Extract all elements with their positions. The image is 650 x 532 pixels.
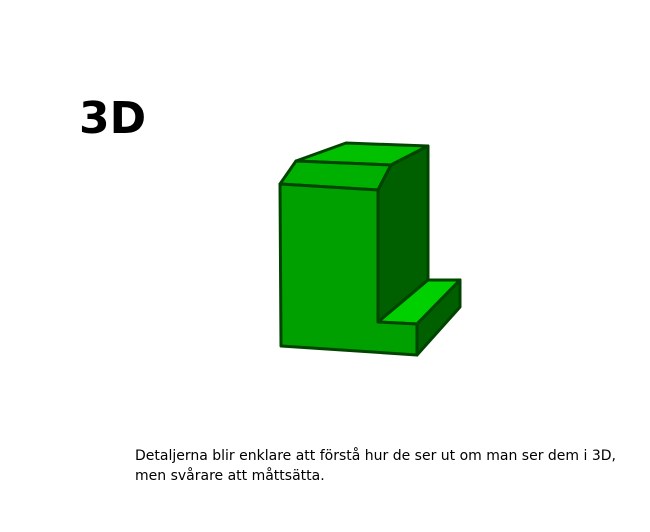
block-front-face <box>278 182 419 357</box>
caption-line-2: men svårare att måttsätta. <box>135 468 325 484</box>
caption: Detaljerna blir enklare att förstå hur d… <box>135 446 635 486</box>
slide-title: 3D <box>79 93 147 144</box>
caption-line-1: Detaljerna blir enklare att förstå hur d… <box>135 448 616 464</box>
